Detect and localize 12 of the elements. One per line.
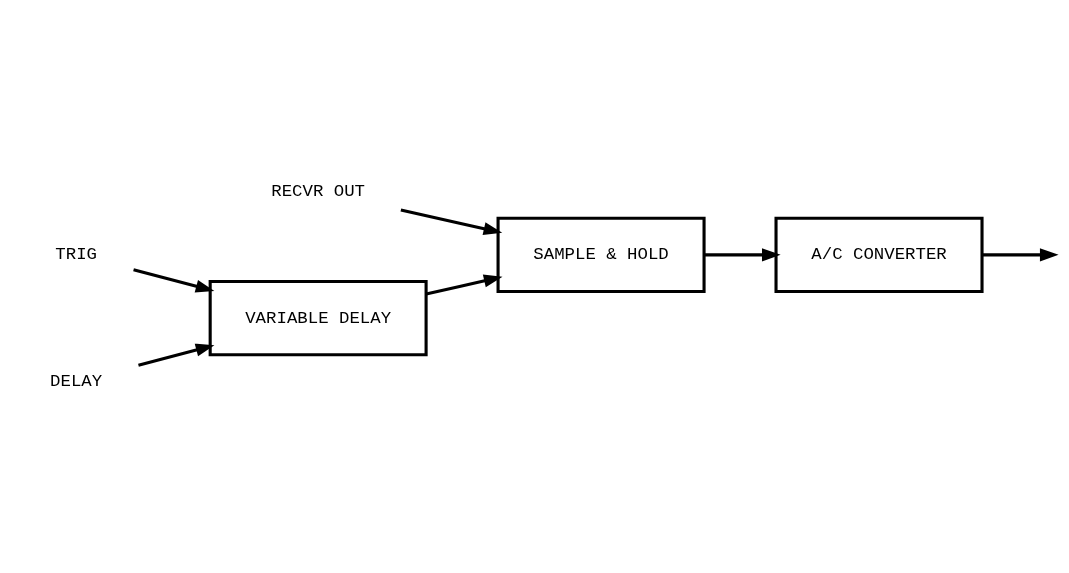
arrow bbox=[704, 248, 781, 262]
node-text: TRIG bbox=[55, 245, 97, 265]
node-text: RECVR OUT bbox=[271, 182, 366, 202]
node-box: SAMPLE & HOLD bbox=[496, 216, 706, 293]
arrow bbox=[133, 268, 215, 293]
node-text: DELAY bbox=[50, 372, 103, 392]
arrow bbox=[400, 208, 503, 236]
arrow bbox=[425, 274, 503, 296]
node-box: VARIABLE DELAY bbox=[208, 280, 428, 357]
node-box: A/C CONVERTER bbox=[774, 216, 984, 293]
arrow bbox=[982, 248, 1059, 262]
arrow bbox=[138, 343, 215, 367]
